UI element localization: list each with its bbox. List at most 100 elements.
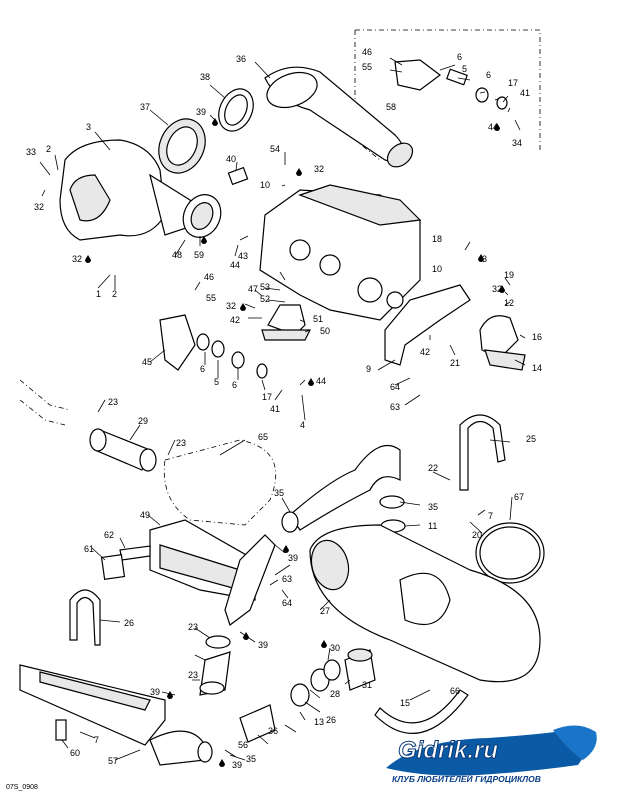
callout-5: 5: [462, 64, 467, 74]
callout-50: 50: [320, 326, 330, 336]
hose-29: [89, 428, 157, 472]
callout-5: 5: [214, 377, 219, 387]
plate-61: [100, 554, 126, 580]
support-45: [159, 314, 196, 371]
callout-14: 14: [532, 363, 542, 373]
callout-27: 27: [320, 606, 330, 616]
strap-66: [374, 689, 469, 735]
callout-44: 44: [488, 122, 498, 132]
callout-35: 35: [274, 488, 284, 498]
callout-17: 17: [508, 78, 518, 88]
callout-62: 62: [104, 530, 114, 540]
callout-64: 64: [390, 382, 400, 392]
flange-37: [158, 118, 206, 174]
callout-39: 39: [288, 553, 298, 563]
callout-60: 60: [70, 748, 80, 758]
callout-23: 23: [176, 438, 186, 448]
strap-25-right: [459, 414, 506, 491]
muffler-27: [309, 524, 541, 683]
dolphin-icon: [553, 725, 597, 760]
drop-icon: [167, 691, 173, 699]
callout-34: 34: [512, 138, 522, 148]
drop-icon: [85, 255, 91, 263]
callout-39: 39: [232, 760, 242, 770]
callout-2: 2: [46, 144, 51, 154]
brand-text: Gidrik.ru: [398, 737, 498, 764]
drop-icon: [243, 632, 249, 640]
tuned-pipe-57: [19, 664, 166, 746]
wave-shape: [386, 728, 587, 776]
callout-40: 40: [226, 154, 236, 164]
callout-26: 26: [326, 715, 336, 725]
callout-43: 43: [238, 251, 248, 261]
drop-icon: [494, 123, 500, 131]
fitting-62: [119, 545, 151, 561]
callout-48: 48: [172, 250, 182, 260]
callout-32: 32: [34, 202, 44, 212]
engine-support-9: [384, 284, 471, 366]
callout-9: 9: [366, 364, 371, 374]
callout-6: 6: [200, 364, 205, 374]
callout-54: 54: [270, 144, 280, 154]
callout-6: 6: [486, 70, 491, 80]
hose-inlet-outline: [19, 379, 71, 426]
callout-57: 57: [108, 756, 118, 766]
callout-25: 25: [526, 434, 536, 444]
callout-36: 36: [268, 726, 278, 736]
flange-48: [182, 194, 222, 238]
callout-32: 32: [492, 284, 502, 294]
callout-2: 2: [112, 289, 117, 299]
engine-8: [259, 184, 422, 321]
callout-32: 32: [72, 254, 82, 264]
callout-35: 35: [428, 502, 438, 512]
exhaust-pipe-22: [289, 445, 401, 531]
callout-42: 42: [420, 347, 430, 357]
strap-25-left: [69, 589, 101, 646]
callout-31: 31: [362, 680, 372, 690]
callout-51: 51: [313, 314, 323, 324]
water-box-49: [149, 519, 276, 626]
diagram-code: 07S_0908: [6, 784, 38, 791]
callout-45: 45: [142, 357, 152, 367]
callout-26: 26: [124, 618, 134, 628]
drop-icon: [478, 254, 484, 262]
callout-63: 63: [282, 574, 292, 584]
callout-58: 58: [386, 102, 396, 112]
drop-icon: [219, 759, 225, 767]
gidrik-watermark-logo: Gidrik.ru КЛУБ ЛЮБИТЕЛЕЙ ГИДРОЦИКЛОВ: [378, 720, 606, 790]
gasket-38: [218, 88, 254, 132]
callout-23: 23: [108, 397, 118, 407]
callout-1: 1: [96, 289, 101, 299]
callout-39: 39: [150, 687, 160, 697]
callout-3: 3: [86, 122, 91, 132]
callout-56: 56: [238, 740, 248, 750]
callout-38: 38: [200, 72, 210, 82]
callout-49: 49: [140, 510, 150, 520]
callout-12: 12: [504, 298, 514, 308]
callout-3: 3: [482, 254, 487, 264]
spacer-set: [196, 333, 268, 379]
callout-23: 23: [188, 670, 198, 680]
callout-65: 65: [258, 432, 268, 442]
callout-44: 44: [230, 260, 240, 270]
callout-7: 7: [488, 511, 493, 521]
callout-66: 66: [450, 686, 460, 696]
callout-46: 46: [204, 272, 214, 282]
callout-6: 6: [232, 380, 237, 390]
callout-55: 55: [206, 293, 216, 303]
drop-icon: [283, 545, 289, 553]
callout-53: 53: [260, 282, 270, 292]
callout-30: 30: [330, 643, 340, 653]
callout-32: 32: [226, 301, 236, 311]
callout-16: 16: [532, 332, 542, 342]
callout-15: 15: [400, 698, 410, 708]
exhaust-hose-36: [264, 66, 414, 168]
elbow-pipe-lower: [149, 730, 213, 766]
callout-23: 23: [188, 622, 198, 632]
callout-21: 21: [450, 358, 460, 368]
drop-icon: [212, 118, 218, 126]
callout-4: 4: [300, 420, 305, 430]
callout-33: 33: [26, 147, 36, 157]
callout-11: 11: [428, 521, 437, 531]
rings-26-13-28: [290, 659, 341, 707]
